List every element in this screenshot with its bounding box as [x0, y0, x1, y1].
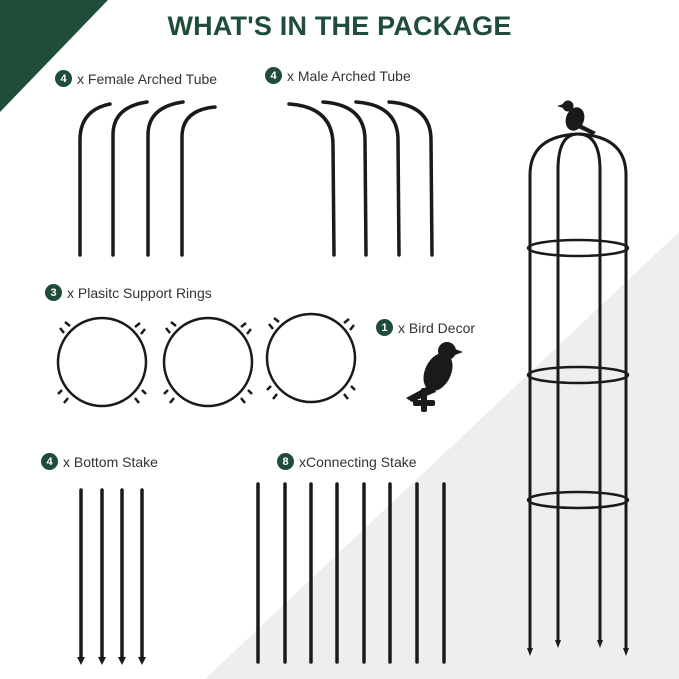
gray-diagonal-band [205, 232, 679, 679]
count-badge: 1 [376, 319, 393, 336]
count-badge: 4 [265, 67, 282, 84]
male-arched-tube-2 [321, 100, 368, 257]
item-label: x Female Arched Tube [77, 70, 218, 87]
item-label: x Plasitc Support Rings [67, 284, 212, 301]
item-label: xConnecting Stake [299, 453, 417, 470]
bottom-stake-icon [77, 488, 146, 665]
male-arched-tube-1 [287, 102, 336, 257]
label-male-arched-tube: 4 x Male Arched Tube [265, 67, 411, 84]
support-ring-icon [56, 312, 357, 408]
female-arched-tube-3 [146, 100, 185, 257]
label-bottom-stake: 4 x Bottom Stake [41, 453, 158, 470]
page-title: WHAT'S IN THE PACKAGE [167, 11, 512, 41]
count-badge: 8 [277, 453, 294, 470]
label-bird-decor: 1 x Bird Decor [376, 319, 475, 336]
bird-decor-icon [406, 342, 463, 412]
assembled-obelisk-trellis-icon [526, 100, 630, 656]
label-female-arched-tube: 4 x Female Arched Tube [55, 70, 217, 87]
female-arched-tube-4 [180, 105, 217, 257]
label-connecting-stake: 8 xConnecting Stake [277, 453, 417, 470]
female-arched-tube-1 [78, 102, 112, 257]
count-badge: 4 [55, 70, 72, 87]
male-arched-tube-4 [387, 100, 434, 257]
connecting-stake-icon [256, 482, 446, 664]
label-support-rings: 3 x Plasitc Support Rings [45, 284, 212, 301]
male-arched-tube-icon [287, 100, 434, 257]
female-arched-tube-2 [111, 100, 149, 257]
count-badge: 3 [45, 284, 62, 301]
female-arched-tube-icon [78, 100, 217, 257]
male-arched-tube-3 [354, 100, 401, 257]
item-label: x Male Arched Tube [287, 67, 411, 84]
count-badge: 4 [41, 453, 58, 470]
support-ring-1 [56, 316, 148, 408]
support-ring-3 [265, 312, 357, 404]
item-label: x Bottom Stake [63, 453, 158, 470]
corner-accent [0, 0, 108, 112]
support-ring-2 [162, 316, 254, 408]
item-label: x Bird Decor [398, 319, 476, 336]
